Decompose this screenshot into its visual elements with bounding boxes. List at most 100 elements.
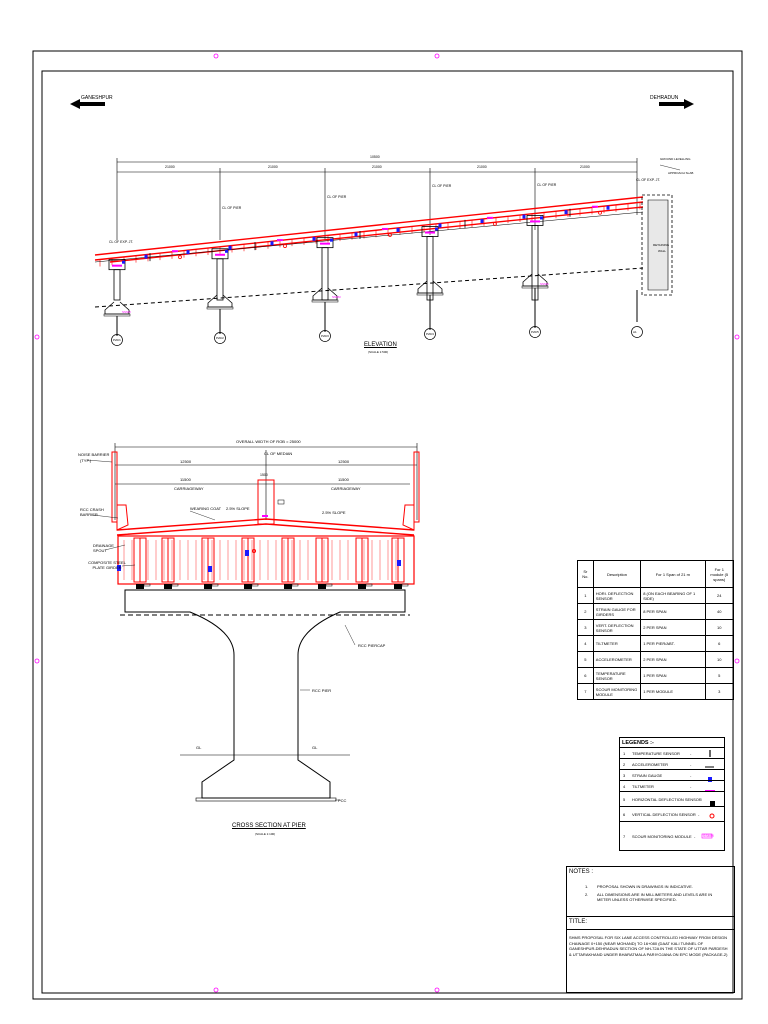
legend-dash: -: [698, 812, 700, 817]
title-label: TITLE:: [569, 919, 588, 925]
cell-desc: HORI. DEFLECTION SENSOR: [592, 587, 642, 604]
outer-border: [32, 50, 743, 1000]
vertical-deflection-marker: [252, 549, 256, 553]
horizontal-deflection-marker: [325, 583, 333, 587]
cell-span: 1 PER PIER/ABT.: [640, 635, 706, 652]
bearing: [318, 584, 326, 589]
carriageway-dim-right: 11500: [338, 477, 349, 482]
legend-dash: -: [694, 834, 696, 839]
strain-gauge-marker: [270, 241, 274, 246]
strain-gauge-marker: [522, 214, 526, 219]
elevation-view: [94, 158, 681, 308]
strain-gauge-marker: [245, 550, 249, 556]
pier-shaft: [113, 269, 121, 301]
bearing: [136, 584, 144, 589]
carriageway-label-right: CARRIAGEWAY: [331, 486, 361, 491]
median-dim: 1500: [260, 473, 268, 477]
cell-desc: TILTMETER: [592, 635, 642, 652]
horizontal-deflection-marker: [171, 583, 179, 587]
strain-gauge-marker: [225, 249, 228, 253]
strain-gauge-marker: [122, 260, 125, 264]
strain-gauge-marker: [438, 223, 442, 228]
horizontal-deflection-marker: [291, 583, 299, 587]
strain-gauge-marker: [480, 219, 484, 224]
strain-gauge-marker: [540, 216, 543, 220]
horizontal-deflection-marker: [401, 583, 409, 587]
strain-gauge-marker: [435, 227, 438, 231]
tiltmeter-marker: [530, 220, 540, 223]
legend-no: 7: [623, 834, 626, 839]
strain-gauge-marker: [228, 245, 232, 250]
cell-no: 4: [577, 635, 594, 652]
cell-desc: SCOUR MONITORING MODULE: [592, 683, 642, 700]
strain-gauge-marker: [186, 250, 190, 255]
note-text: ALL DIMENSIONS ARE IN MILLIMETERS AND LE…: [597, 892, 713, 902]
half-width-right: 12500: [338, 459, 350, 464]
vertical-deflection-marker: [598, 210, 602, 215]
title-text: SHMS PROPOSAL FOR SIX LANE ACCESS CONTRO…: [569, 935, 728, 957]
horizontal-deflection-marker: [365, 583, 373, 587]
table-header-row: Sr No. Description For 1 Span of 21 m Fo…: [577, 560, 735, 588]
slope-right-label: 2.5% SLOPE: [322, 510, 346, 515]
strain-gauge-symbol: [708, 777, 712, 782]
cross-section-title: CROSS SECTION AT PIER: [232, 823, 306, 829]
cell-desc: TEMPERATURE SENSOR: [592, 667, 642, 684]
pier-marker-circle: [529, 326, 541, 338]
strain-gauge-marker: [208, 566, 212, 572]
pier-label: P20/3: [321, 334, 329, 338]
sssm-tag: SSSM: [332, 295, 341, 299]
note-no: 2.: [585, 892, 589, 897]
horizontal-deflection-marker: [251, 583, 259, 587]
tiltmeter-marker: [487, 216, 493, 219]
legend-label: SCOUR MONITORING MODULE: [632, 834, 692, 839]
centering-marks: [34, 53, 740, 993]
legend-no: 1: [623, 751, 626, 756]
gl-left-label: GL: [196, 745, 202, 750]
tiltmeter-marker: [592, 205, 598, 208]
cl-pier-label-1: CL OF PIER: [222, 206, 242, 210]
direction-right-label: DEHRADUN: [650, 95, 679, 101]
scour-module-tag: SSMM: [703, 834, 714, 838]
horizontal-deflection-marker: [143, 583, 151, 587]
bearing: [244, 584, 252, 589]
cell-module: 24: [704, 587, 735, 604]
cell-no: 7: [577, 683, 594, 700]
cell-no: 5: [577, 651, 594, 668]
notes-box: NOTES : 1. PROPOSAL SHOWN IN DRAWINGS IN…: [566, 866, 735, 993]
legend-dash: -: [690, 784, 692, 789]
cross-section-view: [86, 443, 420, 802]
cl-exp-joint-left: CL OF EXP. JT.: [109, 240, 134, 244]
legend-label: VERTICAL DEFLECTION SENSOR: [632, 812, 696, 817]
cell-module: 3: [704, 683, 735, 700]
horizontal-deflection-symbol: [710, 801, 715, 806]
wearing-coat-label: WEARING COAT: [190, 506, 222, 511]
legend-no: 6: [623, 812, 626, 817]
bearing: [164, 584, 172, 589]
pier-marker-circle: [111, 334, 123, 346]
cl-exp-joint-right: CL OF EXP. JT.: [636, 178, 661, 182]
pier-shaft: [321, 247, 329, 301]
cell-desc: STRAIN GAUGE FOR GIRDERS: [592, 603, 642, 620]
approach-slab-label: APPROACH SLAB: [668, 171, 694, 175]
strain-gauge-marker: [564, 210, 568, 215]
cl-pier-label-2: CL OF PIER: [327, 195, 347, 199]
pier-shaft: [216, 258, 224, 301]
elevation-scale: (SCALE 1:500): [368, 350, 389, 354]
span-dim-label: 21000: [372, 165, 382, 169]
legend-label: TILTMETER: [632, 784, 654, 789]
strain-gauge-marker: [330, 238, 333, 242]
legend-label: ACCELEROMETER: [632, 762, 669, 767]
sssm-tag: SSSM: [122, 310, 131, 314]
cell-span: 8 (ON EACH BEARING OF 1 SIDE): [640, 587, 706, 604]
legend-label: STRAIN GAUGE: [632, 773, 663, 778]
tiltmeter-marker: [320, 242, 330, 245]
cell-module: 5: [704, 667, 735, 684]
vertical-deflection-marker: [493, 221, 497, 226]
tiltmeter-marker: [425, 231, 435, 234]
